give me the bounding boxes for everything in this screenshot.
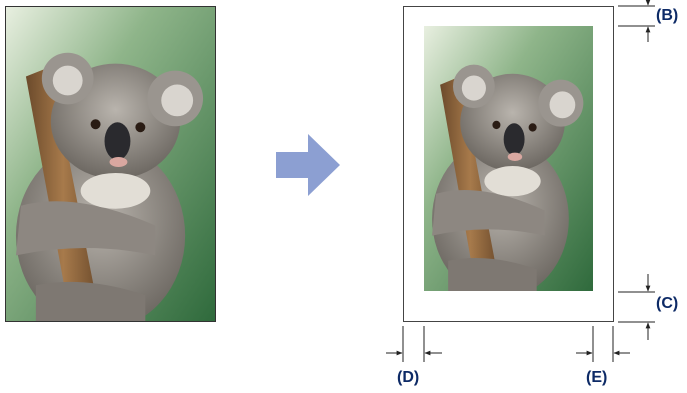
printed-koala-photo	[424, 26, 593, 291]
right-arrow-icon	[276, 134, 340, 196]
label-d: (D)	[397, 369, 420, 386]
label-b: (B)	[656, 7, 679, 24]
label-c: (C)	[656, 295, 679, 312]
original-koala-photo	[5, 6, 216, 322]
koala-image	[6, 7, 215, 321]
label-e: (E)	[586, 369, 608, 386]
koala-image-printed	[424, 26, 593, 291]
